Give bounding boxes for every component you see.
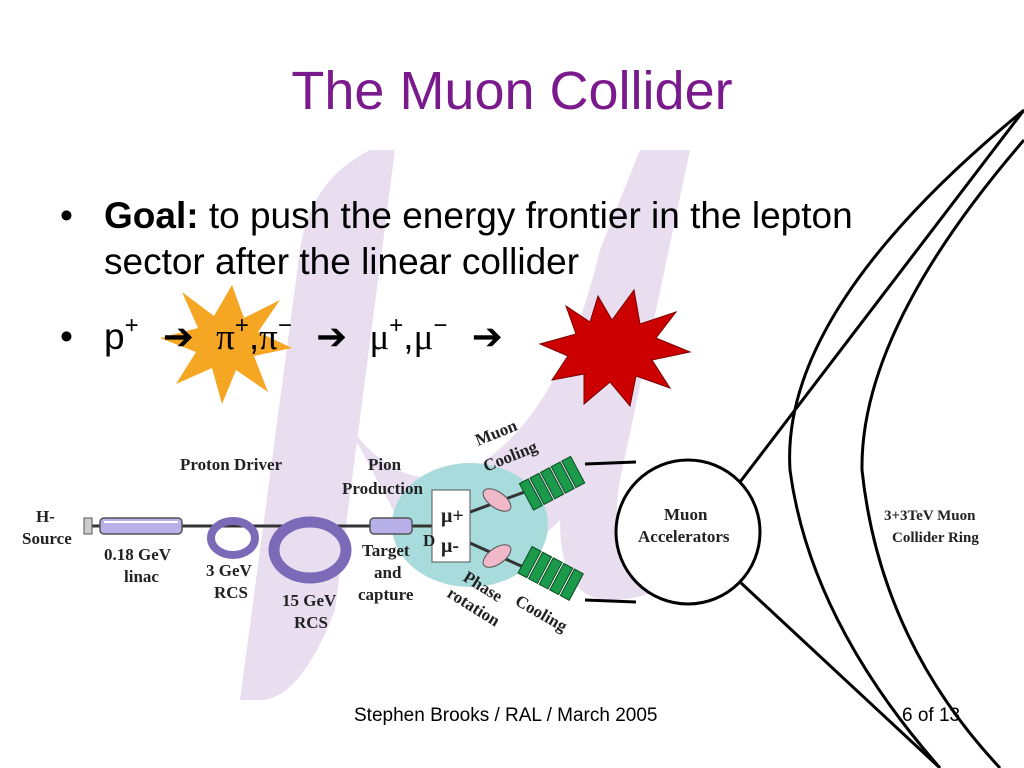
footer-credit: Stephen Brooks / RAL / March 2005 (354, 705, 658, 726)
rcs-15gev-ring (268, 516, 352, 584)
mu-plus-charge: + (389, 312, 404, 339)
mu-minus-charge: − (433, 312, 448, 339)
goal-bullet: • Goal: to push the energy frontier in t… (60, 193, 900, 285)
decay-fragment-label: D (423, 531, 435, 550)
rcs15-label-2: RCS (294, 613, 328, 632)
h-source-label-2: Source (22, 529, 72, 548)
rcs3-label-2: RCS (214, 583, 248, 602)
mu-plus: μ (369, 317, 390, 358)
pi-minus: π (259, 317, 278, 358)
rcs-3gev-ring (207, 517, 259, 559)
phase-disc-lower (482, 544, 512, 568)
linac-tube (99, 517, 183, 535)
muon-accelerators-label-2: Accelerators (638, 527, 730, 546)
collider-ring-outer (788, 108, 1024, 768)
h-source-label-1: H- (36, 507, 55, 526)
pi-minus-charge: − (277, 312, 292, 339)
rcs15-label-1: 15 GeV (282, 591, 337, 610)
bullet-dot: • (60, 195, 73, 236)
goal-text: to push the energy frontier in the lepto… (104, 195, 853, 282)
link-upper (584, 460, 637, 466)
cooling-channel-lower (517, 545, 584, 601)
pi-plus-charge: + (234, 312, 249, 339)
goal-label: Goal: (104, 195, 199, 236)
proton-symbol: p (104, 316, 125, 357)
linac-label-2: linac (124, 567, 159, 586)
collider-ring-label-2: Collider Ring (892, 530, 979, 546)
rcs3-label-1: 3 GeV (206, 561, 253, 580)
target-label-3: capture (358, 585, 414, 604)
proton-driver-label: Proton Driver (180, 455, 283, 474)
mu-minus: μ (413, 317, 434, 358)
arrow-2: ➔ (316, 316, 348, 357)
bullet-list: • Goal: to push the energy frontier in t… (60, 193, 900, 285)
bullet-dot: • (60, 316, 73, 357)
orange-burst (160, 285, 292, 404)
linac-label-1: 0.18 GeV (104, 545, 172, 564)
arrow-1: ➔ (162, 316, 194, 357)
cooling-channel-upper (518, 455, 586, 511)
muon-accelerators-label-1: Muon (664, 505, 708, 524)
muon-accelerators-circle (614, 458, 762, 606)
pi-plus: π (216, 317, 235, 358)
link-ring-lower (738, 580, 942, 768)
link-ring-upper (738, 109, 1024, 483)
mu-comma: , (403, 316, 414, 357)
proton-charge: + (124, 312, 139, 339)
red-burst (538, 288, 692, 408)
h-source-cap (83, 517, 93, 535)
muon-box-minus: μ- (441, 535, 459, 557)
footer-page: 6 of 13 (902, 705, 961, 726)
muon-box (431, 489, 471, 563)
target-label-1: Target (362, 541, 410, 560)
pion-production-label-1: Pion (368, 455, 402, 474)
slide-title: The Muon Collider (291, 61, 733, 121)
reaction-line: •p+ ➔ π+,π− ➔ μ+,μ− ➔ (60, 312, 503, 359)
target-tube (369, 517, 413, 535)
target-label-2: and (374, 563, 402, 582)
collider-ring-inner (860, 139, 1024, 768)
arrow-3: ➔ (471, 316, 503, 357)
phase-disc-upper (482, 488, 512, 512)
pion-production-label-2: Production (342, 479, 423, 498)
link-lower (584, 598, 637, 604)
pi-comma: , (248, 316, 260, 357)
collider-ring-label-1: 3+3TeV Muon (884, 508, 976, 524)
cooling-label: Cooling (512, 591, 571, 636)
muon-box-plus: μ+ (441, 505, 464, 527)
